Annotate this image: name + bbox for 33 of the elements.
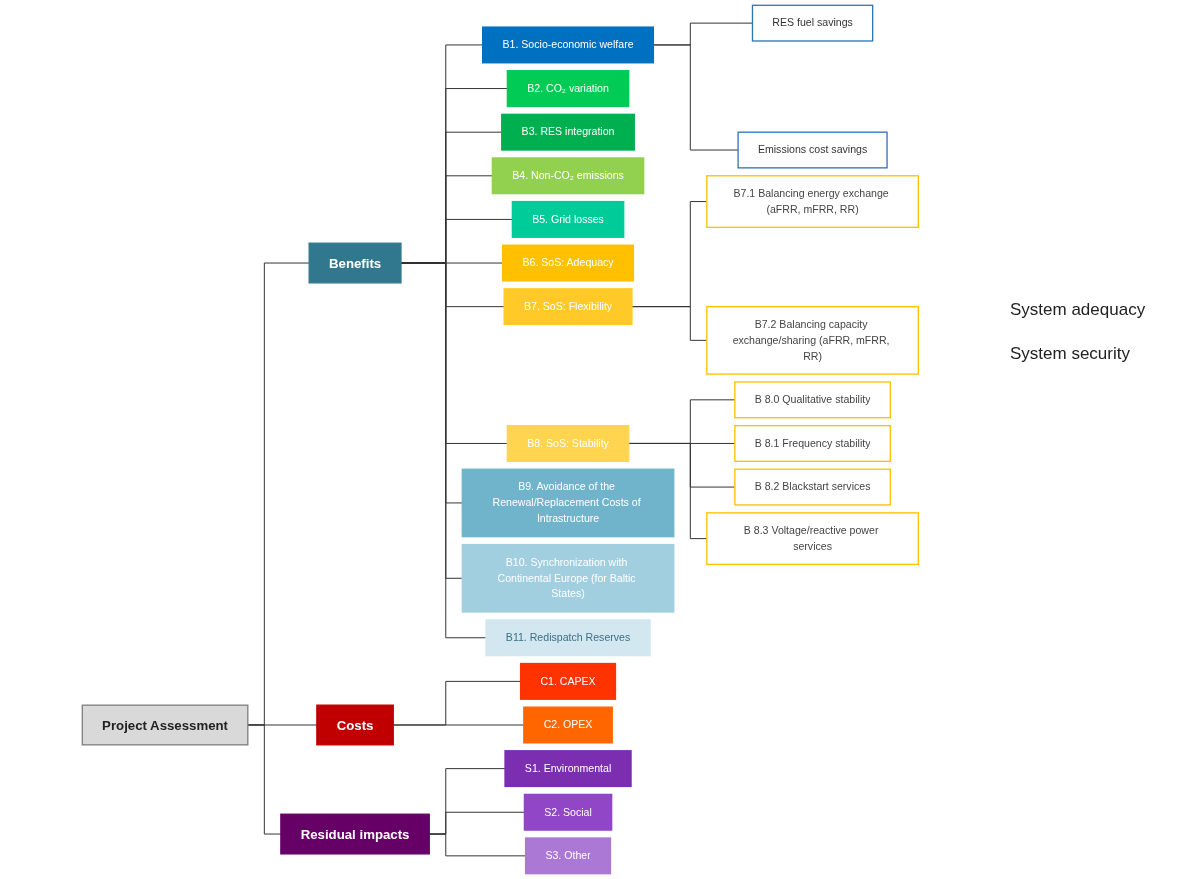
category-box: B7.1 Balancing energy exchange (aFRR, mFRR, RR) (705, 175, 919, 228)
category-box: B4. Non-CO₂ emissions (491, 157, 645, 195)
category-box: B11. Redispatch Reserves (485, 619, 651, 657)
category-box: B 8.1 Frequency stability (733, 424, 891, 462)
category-box: Emissions cost savings (737, 131, 888, 169)
category-box: S1. Environmental (504, 750, 632, 788)
category-box: RES fuel savings (751, 4, 873, 42)
category-box: B5. Grid losses (511, 200, 625, 238)
category-box: Residual impacts (279, 813, 430, 855)
category-box: B9. Avoidance of the Renewal/Replacement Costs of Intrastructure (461, 468, 675, 538)
category-box: B 8.2 Blackstart services (733, 468, 891, 506)
category-box: Benefits (308, 242, 402, 284)
category-box: B7.2 Balancing capacity exchange/sharing (aFRR, mFRR, RR) (705, 306, 919, 375)
category-box: B3. RES integration (500, 113, 635, 151)
category-box: B 8.3 Voltage/reactive power services (705, 512, 919, 566)
category-box: Costs (315, 704, 394, 746)
category-box: Project Assessment (81, 704, 249, 746)
category-box: B 8.0 Qualitative stability (733, 381, 891, 419)
annotation-label: System adequacy (1010, 300, 1146, 320)
category-box: S2. Social (523, 793, 613, 831)
connector-line (392, 724, 524, 726)
category-box: B10. Synchronization with Continental Europe (for Baltic States) (461, 543, 675, 613)
connector-line (631, 306, 707, 341)
annotation-label: System security (1010, 344, 1130, 364)
category-box: C2. OPEX (522, 706, 613, 744)
category-box: B7. SoS: Flexibility (503, 288, 633, 326)
category-box: B6. SoS: Adequacy (501, 244, 634, 282)
category-box: B1. Socio-economic welfare (481, 26, 654, 64)
category-box: C1. CAPEX (519, 662, 616, 700)
category-box: B8. SoS: Stability (506, 424, 630, 462)
connector-line (428, 833, 526, 857)
category-box: B2. CO₂ variation (506, 70, 630, 108)
category-box: S3. Other (524, 837, 611, 875)
